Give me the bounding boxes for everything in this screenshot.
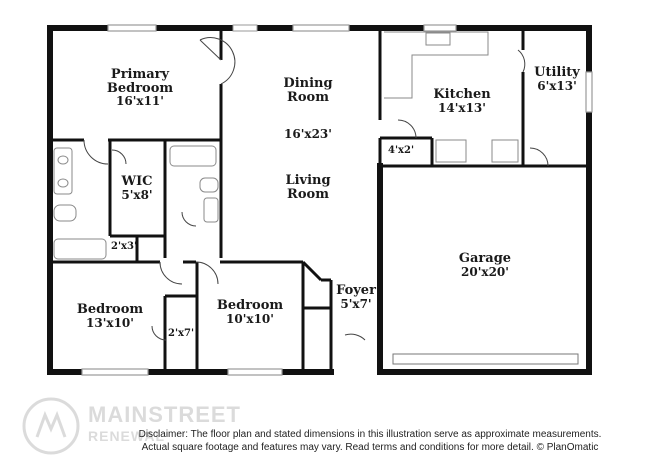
utility-name: Utility bbox=[534, 65, 580, 80]
fixtures bbox=[53, 31, 579, 365]
bedroom-2-label: Bedroom 13'x10' bbox=[70, 303, 150, 329]
dining-room-name-line2: Room bbox=[287, 89, 329, 105]
primary-bedroom-name-line1: Primary bbox=[110, 67, 170, 82]
wic-label: WIC 5'x8' bbox=[112, 175, 162, 201]
living-room-name-line2: Room bbox=[287, 186, 329, 202]
kitchen-label: Kitchen 14'x13' bbox=[422, 88, 502, 114]
garage-label: Garage 20'x20' bbox=[445, 252, 525, 278]
watermark: MAINSTREET RENEWAL bbox=[20, 395, 260, 465]
garage-name: Garage bbox=[458, 251, 512, 266]
doors bbox=[83, 24, 549, 341]
disclaimer: Disclaimer: The floor plan and stated di… bbox=[100, 428, 640, 454]
living-dim-label: 16'x23' bbox=[268, 128, 348, 141]
kitchen-name: Kitchen bbox=[433, 87, 491, 102]
disclaimer-line-2: Actual square footage and features may v… bbox=[141, 442, 599, 453]
interior-walls bbox=[50, 28, 589, 372]
toilet-icon bbox=[199, 177, 219, 193]
bathtub-icon bbox=[53, 238, 107, 260]
living-room-label: Living Room bbox=[268, 174, 348, 201]
kitchen-dim: 14'x13' bbox=[438, 100, 486, 115]
foyer-dim: 5'x7' bbox=[340, 296, 372, 311]
disclaimer-line-1: Disclaimer: The floor plan and stated di… bbox=[138, 429, 602, 440]
living-room-name-line1: Living bbox=[285, 173, 331, 188]
sink-icon bbox=[57, 178, 69, 188]
kitchen-counter-icon bbox=[435, 139, 467, 163]
foyer-name: Foyer bbox=[336, 283, 376, 298]
foyer-label: Foyer 5'x7' bbox=[333, 284, 379, 310]
windows bbox=[81, 24, 593, 376]
bedroom-2-dim: 13'x10' bbox=[86, 315, 134, 330]
sink-icon bbox=[57, 155, 69, 165]
utility-dim: 6'x13' bbox=[537, 78, 577, 93]
garage-door-icon bbox=[392, 353, 579, 365]
closet-4x2-dim: 4'x2' bbox=[388, 145, 415, 156]
bathtub-icon bbox=[169, 145, 217, 167]
kitchen-range-icon bbox=[491, 139, 519, 163]
toilet-icon bbox=[53, 204, 77, 222]
wic-dim: 5'x8' bbox=[121, 187, 153, 202]
watermark-brand: MAINSTREET bbox=[88, 402, 241, 427]
bedroom-2-name: Bedroom bbox=[76, 302, 144, 317]
bedroom-3-label: Bedroom 10'x10' bbox=[210, 299, 290, 325]
garage-dim: 20'x20' bbox=[461, 264, 509, 279]
primary-bedroom-dim: 16'x11' bbox=[116, 94, 164, 109]
primary-bedroom-label: Primary Bedroom 16'x11' bbox=[88, 68, 192, 108]
primary-bedroom-name-line2: Bedroom bbox=[106, 80, 174, 96]
utility-label: Utility 6'x13' bbox=[528, 66, 586, 92]
watermark-sub: RENEWAL bbox=[88, 428, 165, 444]
bedroom-3-dim: 10'x10' bbox=[226, 311, 274, 326]
dining-room-label: Dining Room bbox=[268, 77, 348, 104]
closet-2x7-dim: 2'x7' bbox=[168, 328, 195, 339]
living-room-dim: 16'x23' bbox=[284, 127, 332, 141]
dining-room-name-line1: Dining bbox=[283, 76, 333, 91]
bedroom-3-name: Bedroom bbox=[216, 298, 284, 313]
kitchen-sink-icon bbox=[425, 32, 451, 46]
mainstreet-logo-icon bbox=[22, 397, 80, 455]
sink-icon bbox=[203, 197, 219, 223]
wic-name: WIC bbox=[121, 174, 153, 189]
closet-2x3-dim: 2'x3' bbox=[111, 241, 138, 252]
